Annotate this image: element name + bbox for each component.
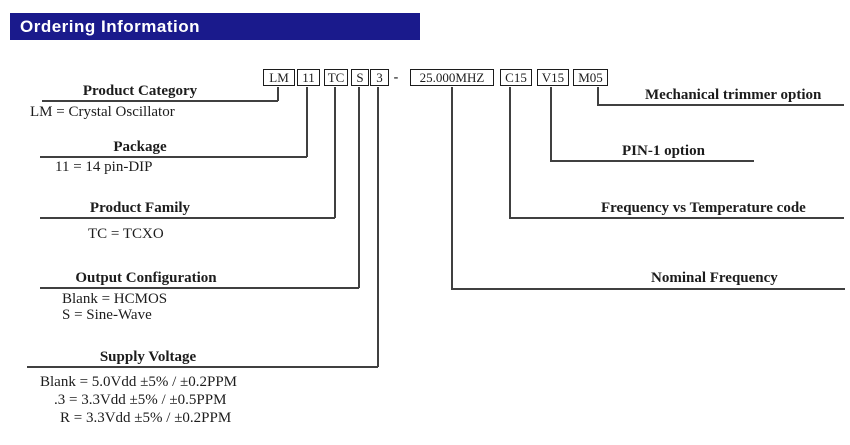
value-output-config-sine: S = Sine-Wave [62,307,152,323]
callout-line-product-category [42,100,278,102]
connector-vertical-trimmer-option [597,87,599,105]
callout-line-package [40,156,307,158]
section-header: Ordering Information [10,13,420,40]
part-segment-output-configuration: S [351,69,369,86]
part-segment-product-family: TC [324,69,348,86]
connector-vertical-pin1-option [550,87,552,161]
part-segment-supply-voltage: 3 [370,69,389,86]
part-segment-package: 11 [297,69,320,86]
label-product-category: Product Category [82,83,198,99]
segment-code: LM [269,70,289,85]
value-supply-voltage-r: R = 3.3Vdd ±5% / ±0.2PPM [60,410,232,426]
value-package: 11 = 14 pin-DIP [55,159,153,175]
section-title: Ordering Information [20,17,200,36]
segment-code: M05 [578,70,603,85]
label-output-configuration: Output Configuration [75,270,217,286]
label-nominal-frequency: Nominal Frequency [651,270,778,286]
segment-code: TC [327,70,345,85]
callout-line-product-family [40,217,335,219]
callout-line-supply-voltage [27,366,378,368]
part-segment-product-category: LM [263,69,295,86]
callout-line-output-configuration [40,287,359,289]
label-pin1-option: PIN-1 option [622,143,705,159]
value-supply-voltage-blank: Blank = 5.0Vdd ±5% / ±0.2PPM [40,374,238,390]
label-trimmer-option: Mechanical trimmer option [645,87,822,103]
segment-code: C15 [505,70,527,85]
value-product-family: TC = TCXO [88,226,164,242]
label-product-family: Product Family [89,200,191,216]
callout-line-pin1-option [550,160,754,162]
segment-code: 3 [376,70,383,85]
label-supply-voltage: Supply Voltage [99,349,197,365]
connector-vertical-package [306,87,308,157]
connector-vertical-nominal-frequency [451,87,453,289]
label-freq-temp-code: Frequency vs Temperature code [601,200,806,216]
value-product-category: LM = Crystal Oscillator [30,104,175,120]
connector-vertical-product-category [277,87,279,101]
connector-vertical-freq-temp-code [509,87,511,218]
part-segment-nominal-frequency: 25.000MHZ [410,69,494,86]
segment-code: V15 [541,70,565,85]
segment-code: 11 [302,70,315,85]
segment-code: S [356,70,364,85]
connector-vertical-product-family [334,87,336,218]
connector-vertical-supply-voltage [377,87,379,367]
segment-code: 25.000MHZ [419,70,485,85]
callout-line-trimmer-option [597,104,844,106]
value-output-config-hcmos: Blank = HCMOS [62,291,168,307]
callout-line-nominal-frequency [451,288,845,290]
connector-vertical-output-configuration [358,87,360,288]
part-segment-pin1-option: V15 [537,69,569,86]
value-supply-voltage-3: .3 = 3.3Vdd ±5% / ±0.5PPM [54,392,227,408]
callout-line-freq-temp-code [509,217,844,219]
label-package: Package [113,139,167,155]
part-segment-trimmer-option: M05 [573,69,608,86]
part-number-dash: - [389,69,403,87]
segment-code: - [393,70,399,85]
part-segment-freq-temp-code: C15 [500,69,532,86]
